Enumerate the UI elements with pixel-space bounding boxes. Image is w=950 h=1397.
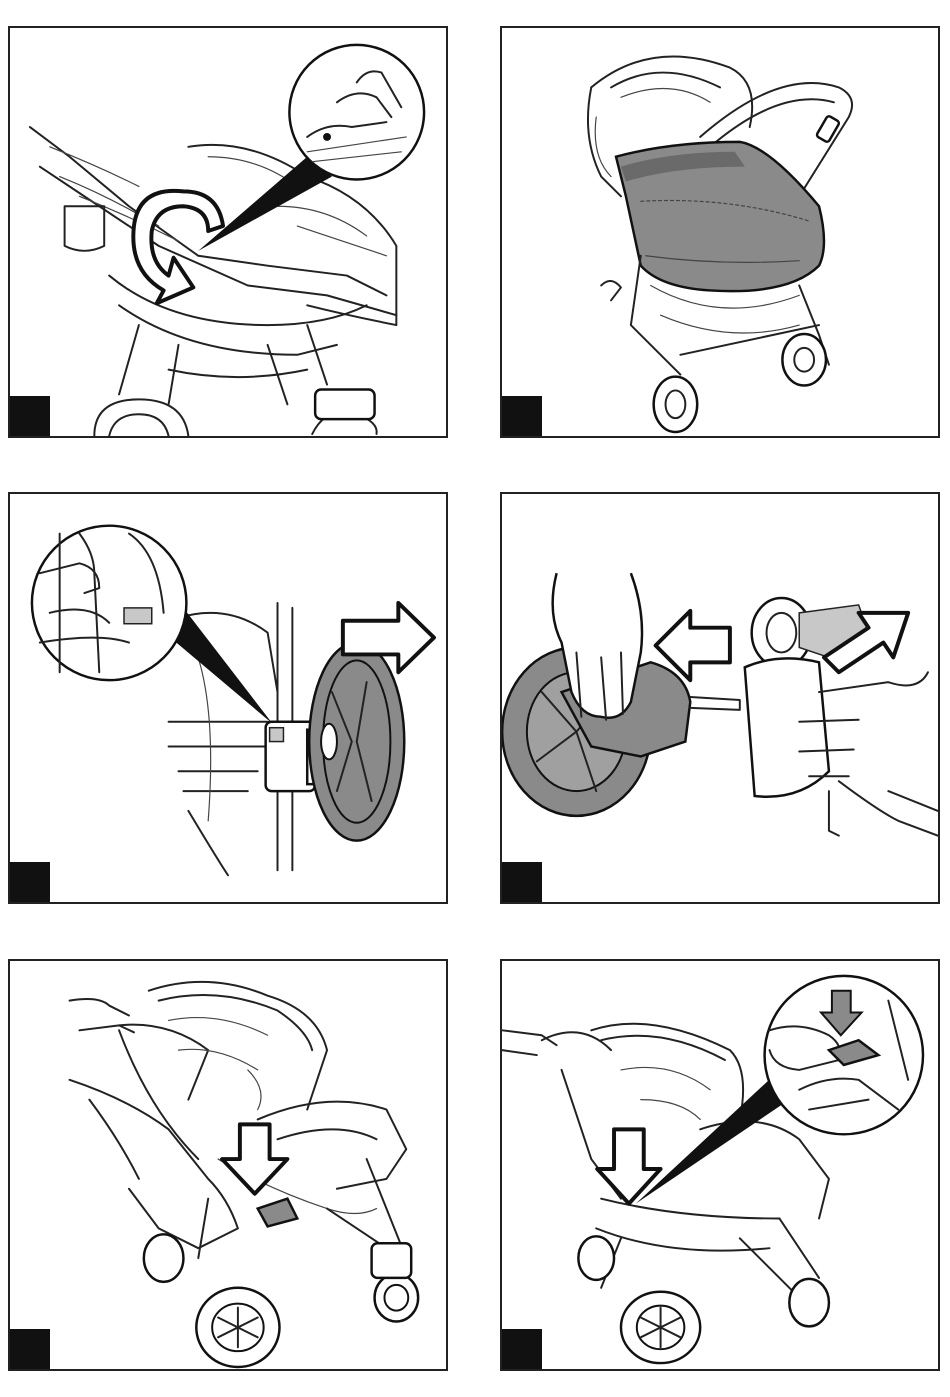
step-number-badge: [10, 396, 50, 436]
illustration-rear-wheel: [10, 494, 446, 902]
illustration-carrycot-attach: [10, 28, 446, 436]
step-panel-6: [500, 959, 940, 1371]
step-number-badge: [502, 396, 542, 436]
step-panel-5: [8, 959, 448, 1371]
illustration-fold-release: [502, 961, 938, 1369]
step-number-badge: [502, 1329, 542, 1369]
step-panel-2: [500, 26, 940, 438]
step-panel-1: [8, 26, 448, 438]
step-number-badge: [10, 1329, 50, 1369]
illustration-front-wheel: [502, 494, 938, 902]
step-number-badge: [10, 862, 50, 902]
step-panel-3: [8, 492, 448, 904]
illustration-brake-pedal: [10, 961, 446, 1369]
illustration-carrycot-on-stroller: [502, 28, 938, 436]
step-panel-4: [500, 492, 940, 904]
step-number-badge: [502, 862, 542, 902]
